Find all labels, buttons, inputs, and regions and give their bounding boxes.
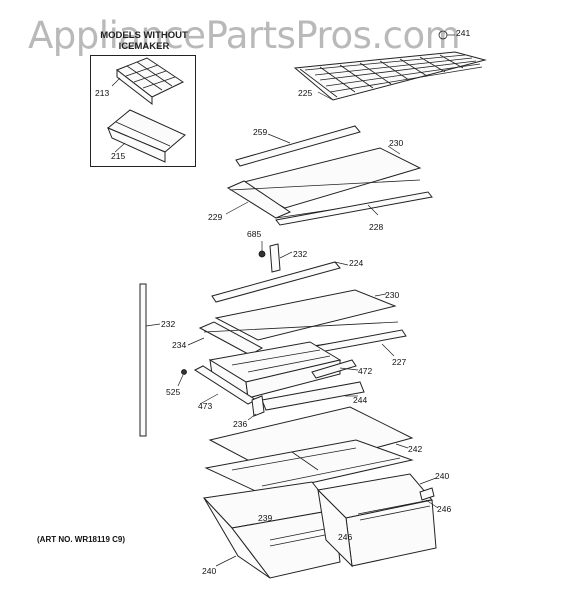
part-244-pan-front: [261, 381, 365, 411]
callout-234: 234: [172, 340, 187, 350]
part-215-ice-bin: [107, 109, 186, 163]
part-230-glass-shelf-middle: [214, 289, 397, 341]
part-225-wire-shelf: [293, 51, 487, 101]
part-236-bracket: [247, 395, 265, 421]
part-224-shelf-trim: [211, 261, 349, 303]
watermark: AppliancePartsPros.com: [28, 14, 461, 57]
callout-241: 241: [456, 28, 471, 38]
callout-224: 224: [349, 258, 364, 268]
part-525-screw: [177, 369, 187, 387]
callout-240-right: 240: [435, 471, 450, 481]
art-number: (ART NO. WR18119 C9): [37, 535, 126, 544]
part-246-drawer-trim-right: [419, 487, 439, 509]
part-228-rear-trim: [275, 191, 433, 226]
callout-232-rail: 232: [161, 319, 176, 329]
callout-259: 259: [253, 127, 268, 137]
part-240-crisper-drawer-left: [202, 481, 341, 579]
callout-230-middle: 230: [385, 290, 400, 300]
callout-227: 227: [392, 357, 407, 367]
callout-215: 215: [111, 151, 126, 161]
callout-230-upper: 230: [389, 138, 404, 148]
part-241-clip: [438, 30, 455, 40]
inset-title: MODELS WITHOUT ICEMAKER: [92, 30, 196, 52]
part-232-side-rail: [139, 283, 161, 437]
callout-213: 213: [95, 88, 110, 98]
part-crisper-cover-frame: [204, 439, 414, 495]
callout-242: 242: [408, 444, 423, 454]
callout-240-left: 240: [202, 566, 217, 576]
callout-239: 239: [258, 513, 273, 523]
callout-225: 225: [298, 88, 313, 98]
part-685-screw: [258, 241, 266, 258]
callout-232-upper: 232: [293, 249, 308, 259]
part-472-slide: [311, 359, 359, 379]
callout-236: 236: [233, 419, 248, 429]
callout-228: 228: [369, 222, 384, 232]
part-240-crisper-drawer-right: [316, 473, 437, 568]
inset-title-line-2: ICEMAKER: [118, 41, 170, 52]
icemaker-inset-box: [90, 55, 196, 167]
callout-229: 229: [208, 212, 223, 222]
callout-685: 685: [247, 229, 262, 239]
callout-473: 473: [198, 401, 213, 411]
callout-244: 244: [353, 395, 368, 405]
callout-472: 472: [358, 366, 373, 376]
part-259-shelf-trim: [235, 125, 361, 167]
part-213-ice-tray: [111, 57, 185, 106]
callout-525: 525: [166, 387, 181, 397]
part-232-support-bracket-upper: [269, 243, 293, 273]
callout-246-left: 246: [338, 532, 353, 542]
inset-title-line-1: MODELS WITHOUT: [100, 30, 188, 41]
callout-246-right: 246: [437, 504, 452, 514]
